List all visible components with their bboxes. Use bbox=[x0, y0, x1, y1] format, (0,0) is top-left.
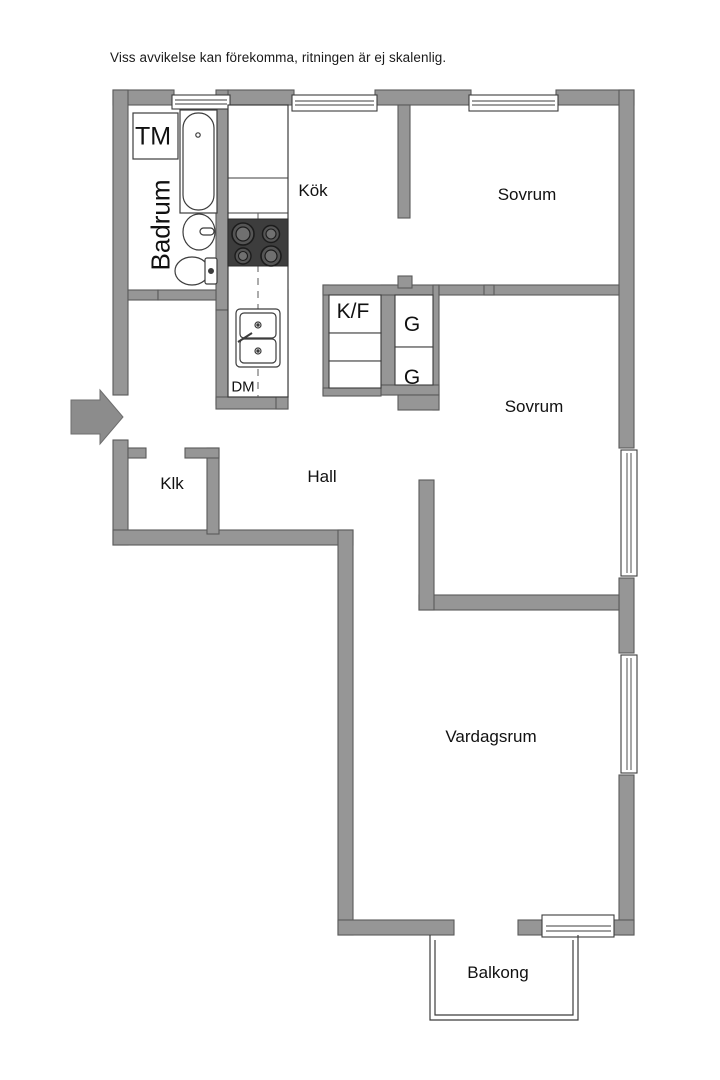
g-cell-bottom bbox=[394, 346, 434, 386]
window-right-livingroom bbox=[620, 654, 638, 774]
wall-right-lower bbox=[618, 774, 635, 936]
window-top-bathroom bbox=[171, 94, 231, 110]
room-label-klk: Klk bbox=[160, 474, 184, 493]
wall-klk-right bbox=[206, 447, 220, 535]
bathroom-sink-fixture bbox=[182, 213, 216, 251]
washing-machine-box bbox=[132, 112, 179, 160]
wall-bedrooms-divider-left bbox=[483, 284, 495, 296]
wall-bathroom-door-jamb bbox=[127, 289, 159, 301]
window-balcony-door bbox=[541, 914, 615, 938]
room-label-sovrum-2: Sovrum bbox=[504, 397, 564, 416]
windows-group bbox=[171, 94, 638, 938]
wall-right-mid bbox=[618, 577, 635, 654]
wall-closet-bottom-left bbox=[322, 387, 382, 397]
wall-klk-top-left bbox=[127, 447, 147, 459]
room-label-kok: Kök bbox=[298, 181, 328, 200]
room-label-vardagsrum: Vardagsrum bbox=[445, 727, 537, 746]
toilet-fixture bbox=[174, 256, 218, 286]
kitchen-sink-fixture bbox=[235, 308, 281, 368]
appliance-label-g-top: G bbox=[403, 313, 421, 336]
room-label-sovrum-1: Sovrum bbox=[497, 185, 557, 204]
wall-bathroom-right bbox=[215, 89, 229, 311]
wall-top-b bbox=[374, 89, 472, 106]
appliance-label-g-bottom: G bbox=[403, 366, 421, 389]
closet-blocks bbox=[328, 294, 434, 389]
appliance-label-kf: K/F bbox=[336, 300, 370, 323]
wall-klk-top-right bbox=[184, 447, 220, 459]
wall-bedroom2-left bbox=[418, 479, 435, 611]
room-label-badrum: Badrum bbox=[145, 179, 176, 271]
wall-closet-top bbox=[322, 284, 440, 296]
wall-livingroom-bottom-left bbox=[337, 919, 455, 936]
window-right-bedroom2 bbox=[620, 449, 638, 577]
window-top-bedroom bbox=[468, 94, 559, 112]
wall-left-upper bbox=[112, 89, 129, 396]
wall-right-upper bbox=[618, 89, 635, 449]
wall-hall-bottom bbox=[112, 529, 354, 546]
stove-cooktop-fixture bbox=[227, 218, 289, 267]
wall-bedroom2-bottom bbox=[418, 594, 620, 611]
wall-bathroom-right-lower bbox=[215, 309, 229, 406]
wall-closet-left bbox=[322, 284, 330, 396]
room-label-balkong: Balkong bbox=[467, 963, 529, 982]
kf-cell-mid bbox=[328, 332, 382, 362]
balcony-outline bbox=[429, 935, 579, 1021]
bathtub-fixture bbox=[179, 109, 218, 214]
disclaimer-text: Viss avvikelse kan förekomma, ritningen … bbox=[110, 50, 447, 65]
kf-cell-bottom bbox=[328, 360, 382, 389]
wall-bathroom-bottom bbox=[157, 289, 217, 301]
wall-kitchen-right bbox=[397, 104, 411, 219]
wall-livingroom-bottom-right bbox=[612, 919, 635, 936]
wall-closet-foot bbox=[397, 394, 440, 411]
wall-closet-mid bbox=[380, 284, 396, 396]
entrance-arrow bbox=[70, 388, 124, 446]
wall-bedrooms-divider bbox=[438, 284, 620, 296]
kitchen-fixtures bbox=[227, 104, 289, 398]
wall-closet-top-stub bbox=[397, 275, 413, 289]
appliance-label-tm: TM bbox=[134, 122, 172, 151]
wall-left-lower bbox=[112, 439, 129, 546]
kf-cell-top bbox=[328, 294, 382, 334]
bathroom-fixtures bbox=[132, 109, 218, 286]
wall-livingroom-left bbox=[337, 529, 354, 936]
wall-top-a bbox=[227, 89, 295, 106]
window-top-kitchen bbox=[291, 94, 378, 112]
room-label-hall: Hall bbox=[307, 467, 337, 486]
appliance-label-dm: DM bbox=[231, 378, 255, 396]
